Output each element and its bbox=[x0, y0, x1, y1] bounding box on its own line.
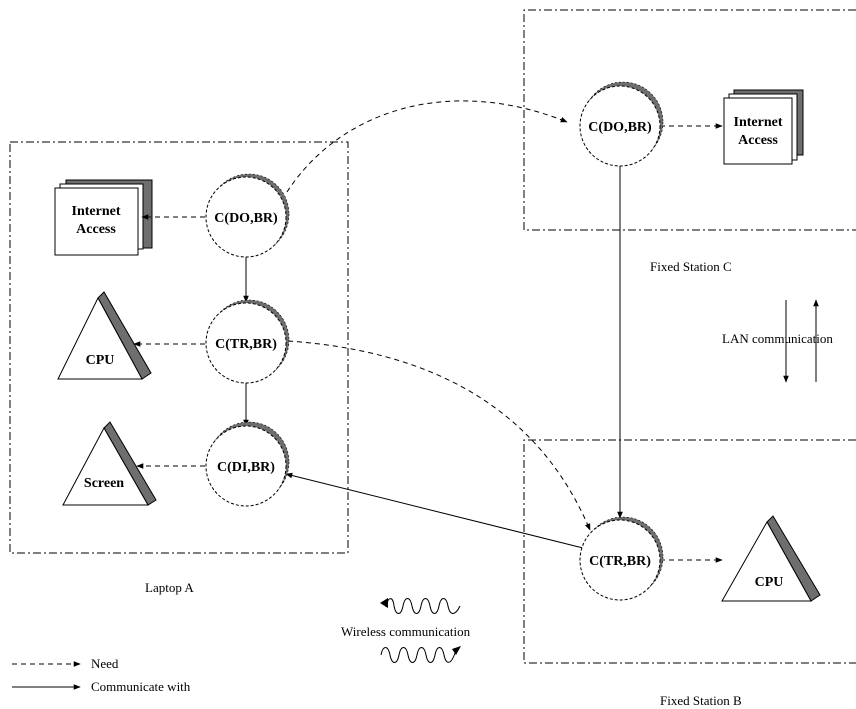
wireless-wave-bottom-arrowhead bbox=[452, 646, 461, 655]
station-c-internet-label-line1: Internet bbox=[734, 115, 783, 130]
laptop-cpu-resource: CPU bbox=[57, 291, 152, 380]
legend: Need Communicate with bbox=[12, 656, 191, 694]
fixed-station-c-label: Fixed Station C bbox=[650, 259, 732, 274]
fixed-station-b-boundary bbox=[523, 439, 856, 664]
laptop-screen-label: Screen bbox=[84, 476, 124, 491]
need-edge-laptop-tr-to-station-b-tr bbox=[287, 340, 591, 531]
fixed-station-b-label: Fixed Station B bbox=[660, 693, 742, 708]
station-b-cpu-label: CPU bbox=[755, 575, 784, 590]
laptop-screen-resource: Screen bbox=[62, 421, 157, 506]
node-laptop-di: C(DI,BR) bbox=[205, 421, 290, 507]
wireless-wave-top bbox=[385, 598, 461, 614]
node-laptop-do: C(DO,BR) bbox=[205, 173, 290, 258]
laptop-a-label: Laptop A bbox=[145, 580, 194, 595]
laptop-cpu-label: CPU bbox=[86, 353, 115, 368]
station-b-cpu-resource: CPU bbox=[721, 515, 821, 602]
wireless-wave-bottom bbox=[380, 647, 456, 663]
need-edge-laptop-do-to-station-c-do bbox=[286, 100, 568, 193]
fixed-station-c-boundary bbox=[523, 9, 856, 231]
station-c-internet-label-line2: Access bbox=[738, 133, 778, 148]
laptop-internet-access-resource: Internet Access bbox=[54, 179, 153, 256]
laptop-internet-label-line1: Internet bbox=[72, 204, 121, 219]
node-station-c-do-label: C(DO,BR) bbox=[588, 120, 652, 135]
laptop-a-boundary bbox=[9, 141, 349, 554]
node-laptop-di-label: C(DI,BR) bbox=[217, 460, 275, 475]
node-laptop-tr: C(TR,BR) bbox=[205, 299, 290, 384]
wireless-communication-label: Wireless communication bbox=[341, 624, 471, 639]
wireless-wave-top-arrowhead bbox=[380, 598, 388, 608]
legend-need-label: Need bbox=[91, 656, 119, 671]
lan-communication-label: LAN communication bbox=[722, 331, 833, 346]
node-station-b-tr: C(TR,BR) bbox=[579, 516, 664, 601]
comm-edge-station-b-to-laptop-di bbox=[285, 472, 584, 549]
node-station-b-tr-label: C(TR,BR) bbox=[589, 554, 651, 569]
node-station-c-do: C(DO,BR) bbox=[579, 81, 664, 167]
node-laptop-do-label: C(DO,BR) bbox=[214, 211, 278, 226]
laptop-internet-label-line2: Access bbox=[76, 222, 116, 237]
station-c-internet-access-resource: Internet Access bbox=[723, 89, 804, 165]
legend-communicate-label: Communicate with bbox=[91, 679, 191, 694]
node-laptop-tr-label: C(TR,BR) bbox=[215, 337, 277, 352]
